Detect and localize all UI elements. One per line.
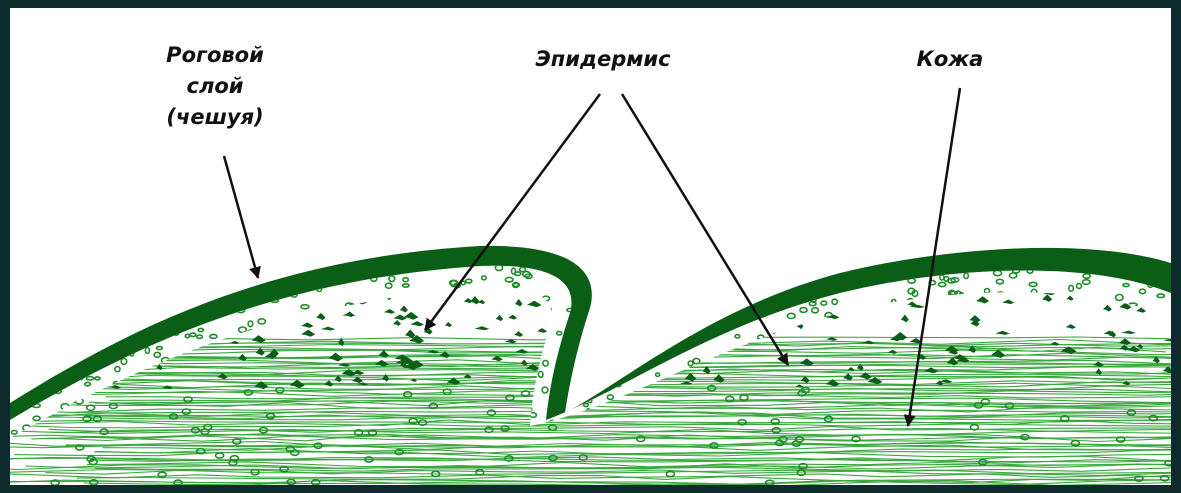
- label-epidermis: Эпидермис: [523, 44, 683, 75]
- label-stratum-corneum-line2: слой: [150, 71, 280, 102]
- label-stratum-corneum: Роговой слой (чешуя): [150, 40, 280, 133]
- diagram-frame: Роговой слой (чешуя) Эпидермис Кожа: [10, 8, 1171, 485]
- label-stratum-corneum-line1: Роговой: [150, 40, 280, 71]
- label-stratum-corneum-line3: (чешуя): [150, 102, 280, 133]
- label-skin: Кожа: [910, 44, 990, 75]
